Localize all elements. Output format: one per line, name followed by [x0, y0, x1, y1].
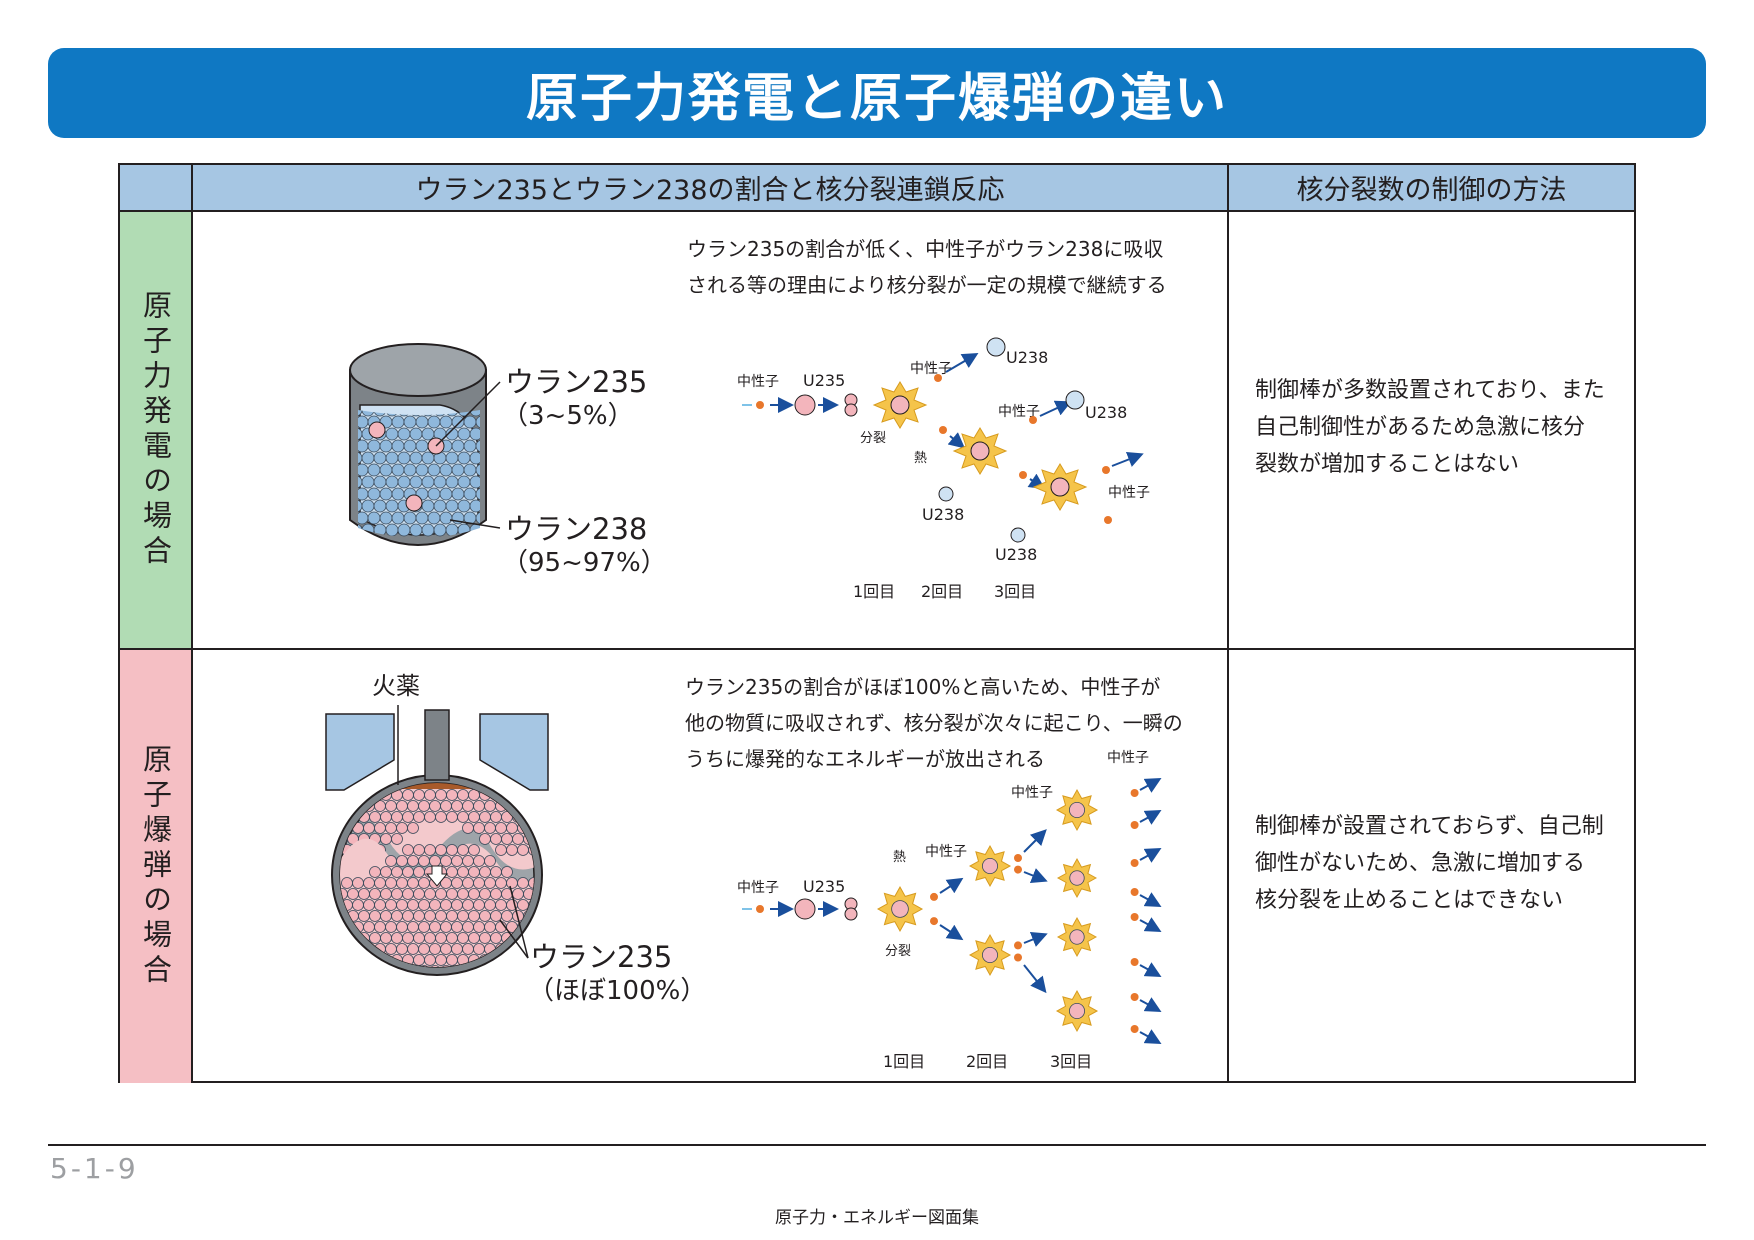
header-corner	[120, 165, 191, 212]
bomb-description: ウラン235の割合がほぼ100%と高いため、中性子が 他の物質に吸収されず、核分…	[685, 675, 1183, 771]
power-description: ウラン235の割合が低く、中性子がウラン238に吸収 される等の理由により核分裂…	[687, 237, 1167, 297]
header-reaction: ウラン235とウラン238の割合と核分裂連鎖反応	[193, 165, 1227, 212]
power-control-method: 制御棒が多数設置されており、また 自己制御性があるため急激に核分 裂数が増加する…	[1255, 378, 1605, 477]
page-title: 原子力発電と原子爆弾の違い	[525, 68, 1228, 129]
row-label-bomb: 原子爆弾の場合	[120, 650, 191, 1083]
row-label-power: 原子力発電の場合	[120, 212, 191, 648]
comparison-table: ウラン235とウラン238の割合と核分裂連鎖反応 核分裂数の制御の方法 原子力発…	[118, 163, 1636, 1083]
page-number: 5-1-9	[50, 1152, 139, 1185]
footer-divider	[48, 1144, 1706, 1146]
footer-caption: 原子力・エネルギー図面集	[775, 1208, 979, 1228]
title-bar: 原子力発電と原子爆弾の違い	[48, 48, 1706, 138]
bomb-control-method: 制御棒が設置されておらず、自己制 御性がないため、急激に増加する 核分裂を止める…	[1255, 814, 1604, 913]
header-control: 核分裂数の制御の方法	[1229, 165, 1634, 212]
